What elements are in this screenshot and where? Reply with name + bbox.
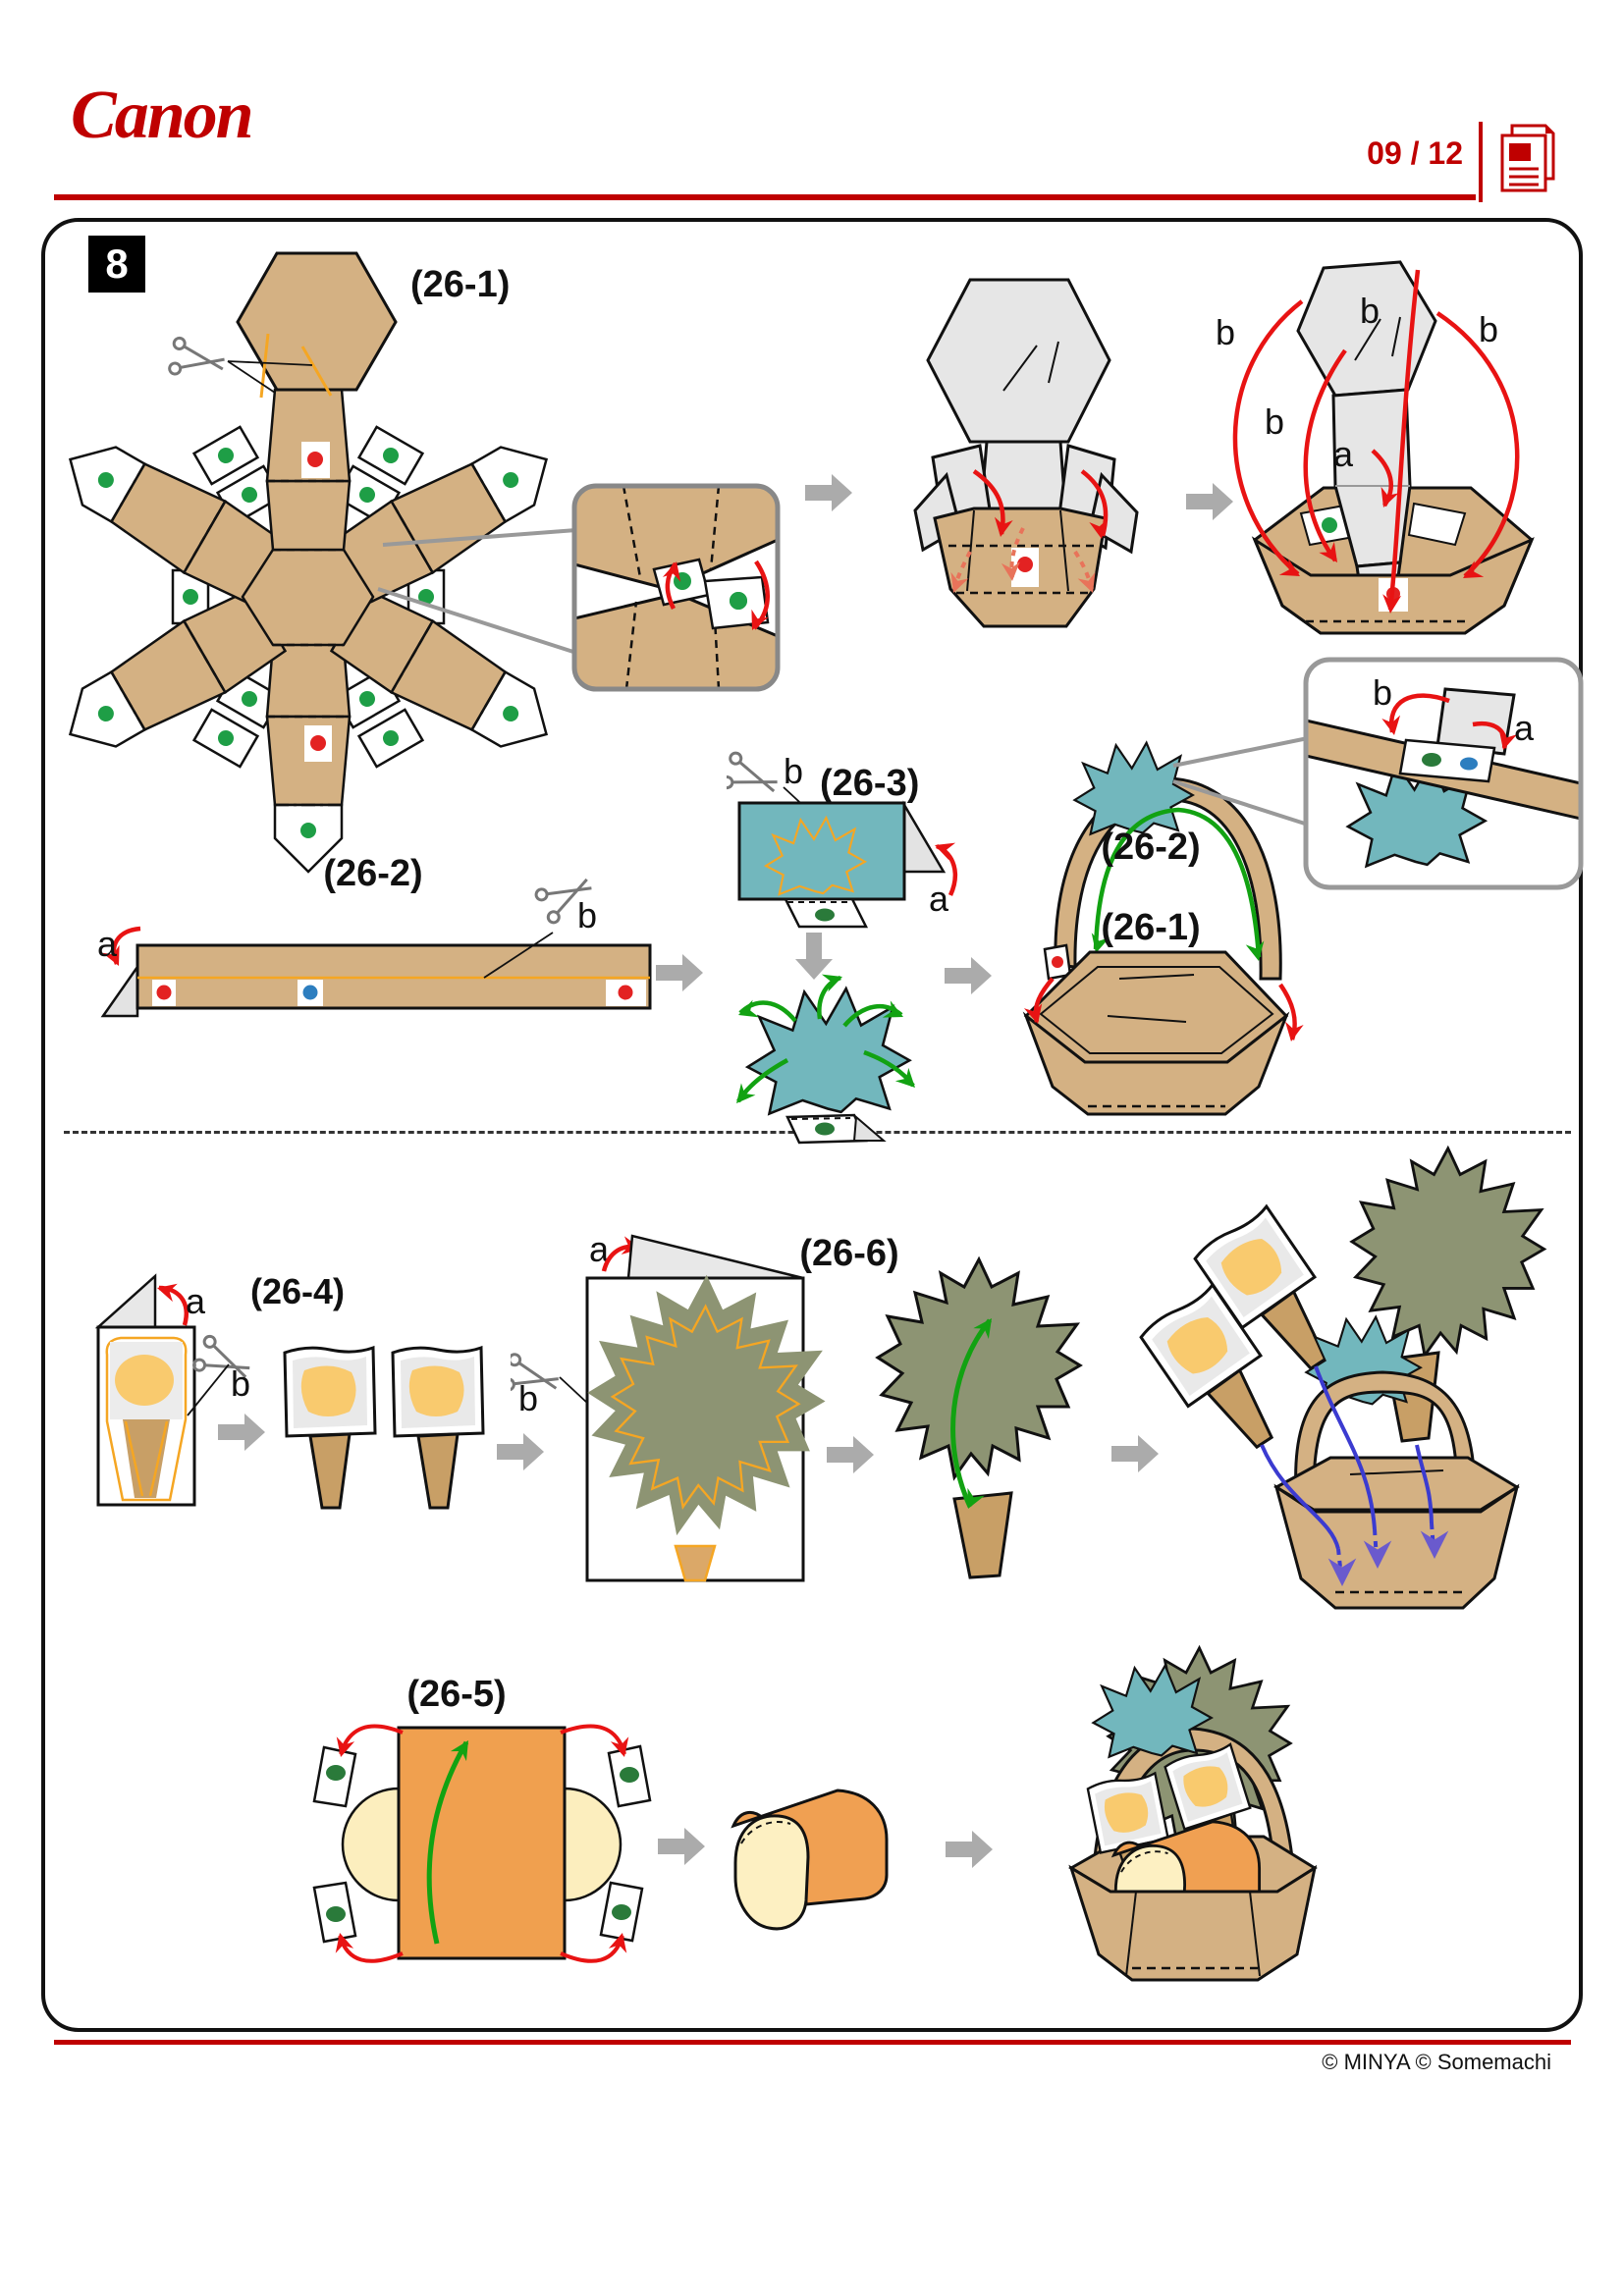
label-26-2: (26-2)	[1101, 827, 1200, 868]
mark-a: a	[929, 879, 949, 919]
mark-b: b	[518, 1378, 538, 1418]
label-26-4: (26-4)	[250, 1271, 345, 1311]
page-indicator: 09 / 12	[1367, 135, 1463, 171]
footer-rule	[54, 2040, 1571, 2045]
figure-fold-step-1	[913, 278, 1139, 628]
figure-net-26-1: (26-1)	[59, 251, 568, 874]
cut-leaf	[876, 1257, 1082, 1479]
mark-a: a	[1514, 708, 1535, 748]
mark-b: b	[1265, 401, 1284, 442]
mark-a: a	[1333, 434, 1354, 474]
scissors-icon	[727, 750, 784, 806]
figure-leaf-26-6: b a (26-6)	[511, 1229, 1082, 1582]
figure-insert-items	[1136, 1147, 1546, 1610]
mark-b: b	[784, 751, 803, 791]
header-rule	[54, 194, 1476, 200]
figure-basket-handle: (26-2) (26-1)	[1022, 741, 1304, 1116]
figure-ribbon-26-3: b (26-3) a	[727, 750, 958, 1145]
step-number-badge: 8	[88, 236, 145, 293]
mark-b: b	[1373, 672, 1392, 713]
mark-b: b	[1216, 312, 1235, 352]
lid-arm	[236, 251, 398, 552]
header-separator	[1479, 122, 1483, 202]
mark-a: a	[97, 924, 118, 964]
mark-b: b	[1479, 309, 1498, 349]
canon-logo: Canon	[71, 78, 254, 153]
wrapped-cone	[283, 1346, 377, 1510]
figure-bread-loaf	[731, 1789, 889, 1931]
mark-a: a	[186, 1281, 206, 1321]
figure-fold-step-2: b b b b a	[1216, 260, 1535, 635]
label-26-6: (26-6)	[799, 1233, 898, 1274]
fold-arcs	[1232, 269, 1520, 611]
figure-cones-26-4: a b (26-4)	[94, 1271, 485, 1510]
label-26-1: (26-1)	[410, 264, 510, 305]
insert-arrows	[1260, 1365, 1435, 1577]
copyright-credit: © MINYA © Somemachi	[1322, 2050, 1551, 2074]
wrapped-cone	[391, 1346, 485, 1510]
pages-icon	[1500, 124, 1555, 192]
figure-bread-net-26-5: (26-5)	[312, 1674, 652, 1963]
label-26-5: (26-5)	[406, 1674, 506, 1715]
figure-finished-basket	[1068, 1646, 1318, 1982]
mark-a: a	[589, 1229, 610, 1269]
mark-b: b	[577, 895, 597, 935]
detail-box-tabs	[377, 483, 781, 692]
mark-b: b	[231, 1363, 250, 1404]
detail-box-bow: b a	[1172, 657, 1584, 890]
label-26-3: (26-3)	[820, 763, 919, 804]
label-26-2: (26-2)	[323, 853, 422, 894]
figure-strip-26-2: a b (26-2)	[97, 853, 652, 1018]
mark-b: b	[1360, 291, 1380, 331]
label-26-1: (26-1)	[1101, 907, 1200, 948]
scissors-icon	[167, 336, 313, 394]
